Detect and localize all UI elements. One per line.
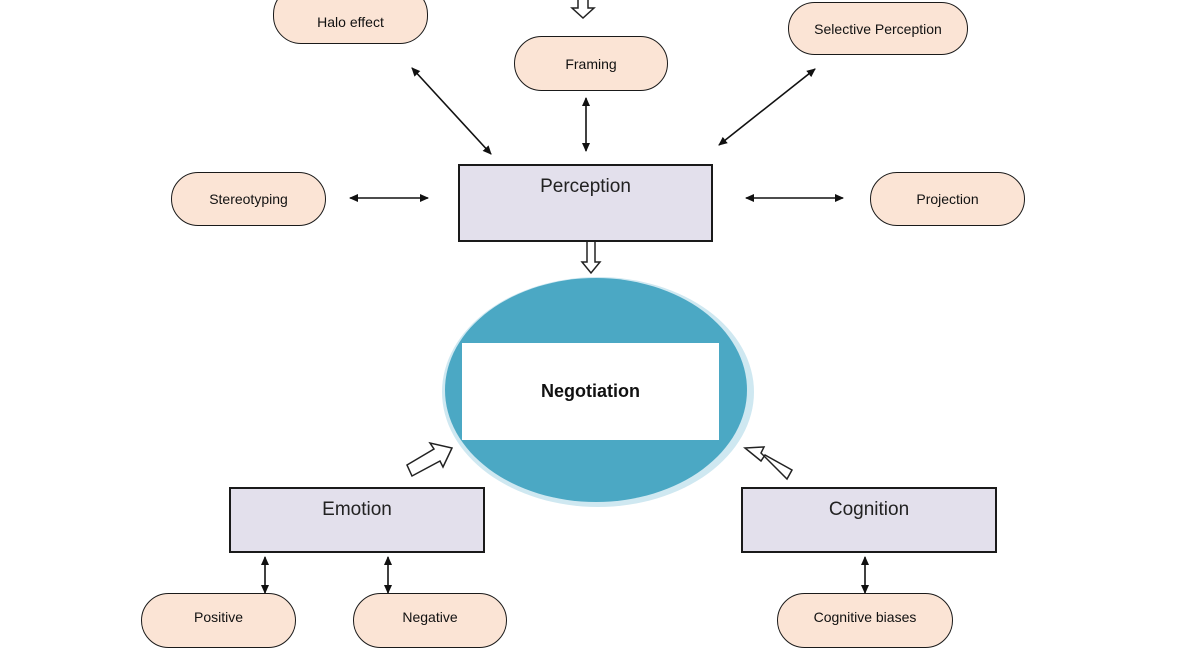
factor-cognitive-biases: Cognitive biases (777, 593, 953, 648)
hollow-arrow-cognition-to-negotiation (743, 446, 794, 481)
perception-box: Perception (458, 164, 713, 242)
hollow-arrow-top (570, 0, 596, 20)
factor-selective-perception: Selective Perception (788, 2, 968, 55)
factor-framing: Framing (514, 36, 668, 91)
perception-label: Perception (540, 176, 631, 197)
arrow-halo-perception (411, 67, 492, 155)
cognition-label: Cognition (828, 499, 910, 520)
concept-diagram (261, 0, 869, 594)
arrow-selective-perception (718, 68, 816, 146)
factor-stereotyping: Stereotyping (171, 172, 326, 226)
emotion-label: Emotion (322, 499, 392, 520)
factor-positive: Positive (141, 593, 296, 648)
factor-projection: Projection (870, 172, 1025, 226)
factor-negative: Negative (353, 593, 507, 648)
negotiation-label-card: Negotiation (462, 343, 719, 440)
negotiation-label: Negotiation (541, 381, 640, 401)
emotion-box: Emotion (229, 487, 485, 553)
cognition-box: Cognition (741, 487, 997, 553)
hollow-arrow-perception-to-negotiation (580, 242, 602, 275)
factor-halo-effect: Halo effect (273, 0, 428, 44)
hollow-arrow-emotion-to-negotiation (406, 441, 454, 478)
